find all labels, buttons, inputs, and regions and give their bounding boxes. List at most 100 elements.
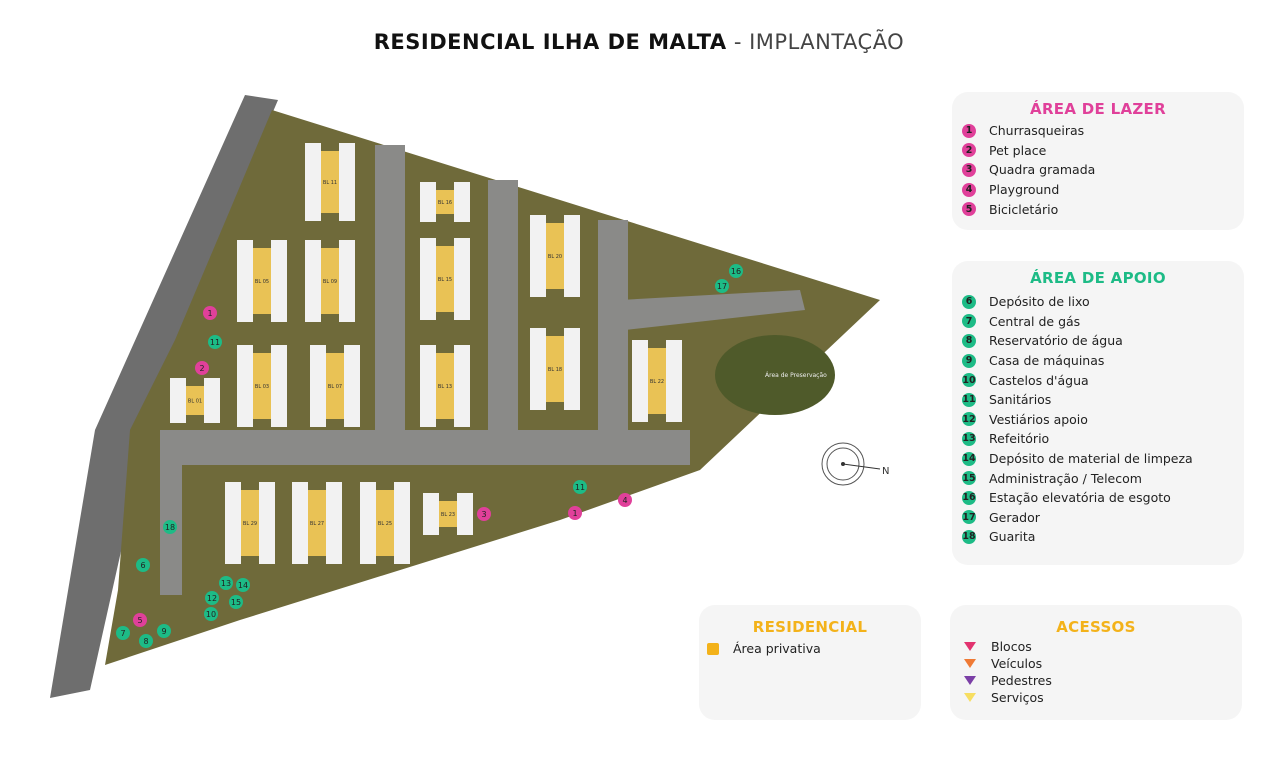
internal-roads (160, 145, 805, 595)
block-label: BL 22 (650, 379, 664, 385)
marker-number: 7 (120, 629, 125, 638)
number-badge-icon: 10 (962, 373, 976, 388)
legend-label: Casa de máquinas (989, 353, 1105, 369)
number-badge-icon: 8 (962, 333, 976, 348)
block-label: BL 13 (438, 384, 452, 390)
legend-label: Bicicletário (989, 201, 1059, 217)
map-marker[interactable]: 15 (229, 595, 243, 609)
triangle-down-icon (964, 693, 976, 702)
legend-label: Refeitório (989, 431, 1050, 447)
legend-label: Sanitários (989, 392, 1052, 408)
map-marker[interactable]: 4 (618, 493, 632, 507)
number-badge-icon: 13 (962, 431, 976, 446)
map-marker[interactable]: 11 (573, 480, 587, 494)
marker-number: 1 (207, 309, 212, 318)
map-marker[interactable]: 10 (204, 607, 218, 621)
map-marker[interactable]: 18 (163, 520, 177, 534)
building-block: BL 27 (292, 482, 342, 564)
building-block: BL 20 (530, 215, 580, 297)
triangle-down-icon (964, 642, 976, 651)
map-marker[interactable]: 9 (157, 624, 171, 638)
legend-label: Administração / Telecom (989, 470, 1142, 486)
block-label: BL 07 (328, 384, 342, 390)
map-marker[interactable]: 2 (195, 361, 209, 375)
building-block: BL 22 (632, 340, 682, 422)
legend-item: 7 Central de gás (962, 312, 1244, 332)
building-block: BL 07 (310, 345, 360, 427)
building-block: BL 11 (305, 143, 355, 221)
title-sub: - IMPLANTAÇÃO (726, 30, 905, 54)
block-label: BL 03 (255, 384, 269, 390)
block-label: BL 15 (438, 277, 452, 283)
building-block: BL 03 (237, 345, 287, 427)
number-badge-icon: 5 (962, 202, 976, 217)
legend-label: Depósito de material de limpeza (989, 451, 1193, 467)
number-badge-icon: 7 (962, 314, 976, 329)
map-marker[interactable]: 6 (136, 558, 150, 572)
number-badge-icon: 6 (962, 294, 976, 309)
number-badge-icon: 16 (962, 490, 976, 505)
marker-number: 2 (199, 364, 204, 373)
legend-residencial-title: RESIDENCIAL (752, 618, 868, 636)
map-marker[interactable]: 8 (139, 634, 153, 648)
block-label: BL 20 (548, 254, 562, 260)
block-label: BL 05 (255, 279, 269, 285)
legend-label: Depósito de lixo (989, 294, 1090, 310)
legend-label: Central de gás (989, 313, 1081, 329)
map-marker[interactable]: 1 (203, 306, 217, 320)
building-block: BL 29 (225, 482, 275, 564)
map-marker[interactable]: 16 (729, 264, 743, 278)
compass: N (821, 442, 889, 486)
marker-number: 15 (231, 598, 241, 607)
marker-number: 3 (481, 510, 486, 519)
map-marker[interactable]: 12 (205, 591, 219, 605)
marker-number: 16 (731, 267, 741, 276)
block-label: BL 23 (441, 512, 455, 518)
legend-lazer-title: ÁREA DE LAZER (1030, 100, 1166, 118)
map-marker[interactable]: 7 (116, 626, 130, 640)
legend-label: Gerador (989, 509, 1040, 525)
number-badge-icon: 18 (962, 529, 976, 544)
title-main: RESIDENCIAL ILHA DE MALTA (373, 30, 727, 54)
marker-number: 9 (161, 627, 166, 636)
map-marker[interactable]: 3 (477, 507, 491, 521)
legend-item: 5 Bicicletário (962, 199, 1244, 219)
marker-number: 5 (137, 616, 142, 625)
number-badge-icon: 14 (962, 451, 976, 466)
marker-number: 14 (238, 581, 248, 590)
legend-item: 14 Depósito de material de limpeza (962, 449, 1244, 469)
legend-item: 3 Quadra gramada (962, 160, 1244, 180)
map-marker[interactable]: 13 (219, 576, 233, 590)
map-marker[interactable]: 11 (208, 335, 222, 349)
legend-label: Quadra gramada (989, 162, 1096, 178)
map-marker[interactable]: 17 (715, 279, 729, 293)
block-label: BL 27 (310, 521, 324, 527)
block-label: BL 29 (243, 521, 257, 527)
marker-number: 1 (572, 509, 577, 518)
marker-number: 10 (206, 610, 216, 619)
legend-item: 18 Guarita (962, 527, 1244, 547)
legend-label: Guarita (989, 529, 1036, 545)
map-marker[interactable]: 1 (568, 506, 582, 520)
map-marker[interactable]: 14 (236, 578, 250, 592)
number-badge-icon: 17 (962, 510, 976, 525)
legend-item: Pedestres (964, 672, 1242, 689)
legend-label: Veículos (991, 656, 1043, 671)
block-label: BL 16 (438, 200, 452, 206)
block-label: BL 18 (548, 367, 562, 373)
legend-label: Playground (989, 182, 1060, 198)
number-badge-icon: 3 (962, 162, 976, 177)
map-marker[interactable]: 5 (133, 613, 147, 627)
block-label: BL 09 (323, 279, 337, 285)
marker-number: 12 (207, 594, 217, 603)
compass-north-label: N (882, 466, 889, 477)
number-badge-icon: 11 (962, 392, 976, 407)
legend-acessos-title: ACESSOS (1056, 618, 1136, 636)
